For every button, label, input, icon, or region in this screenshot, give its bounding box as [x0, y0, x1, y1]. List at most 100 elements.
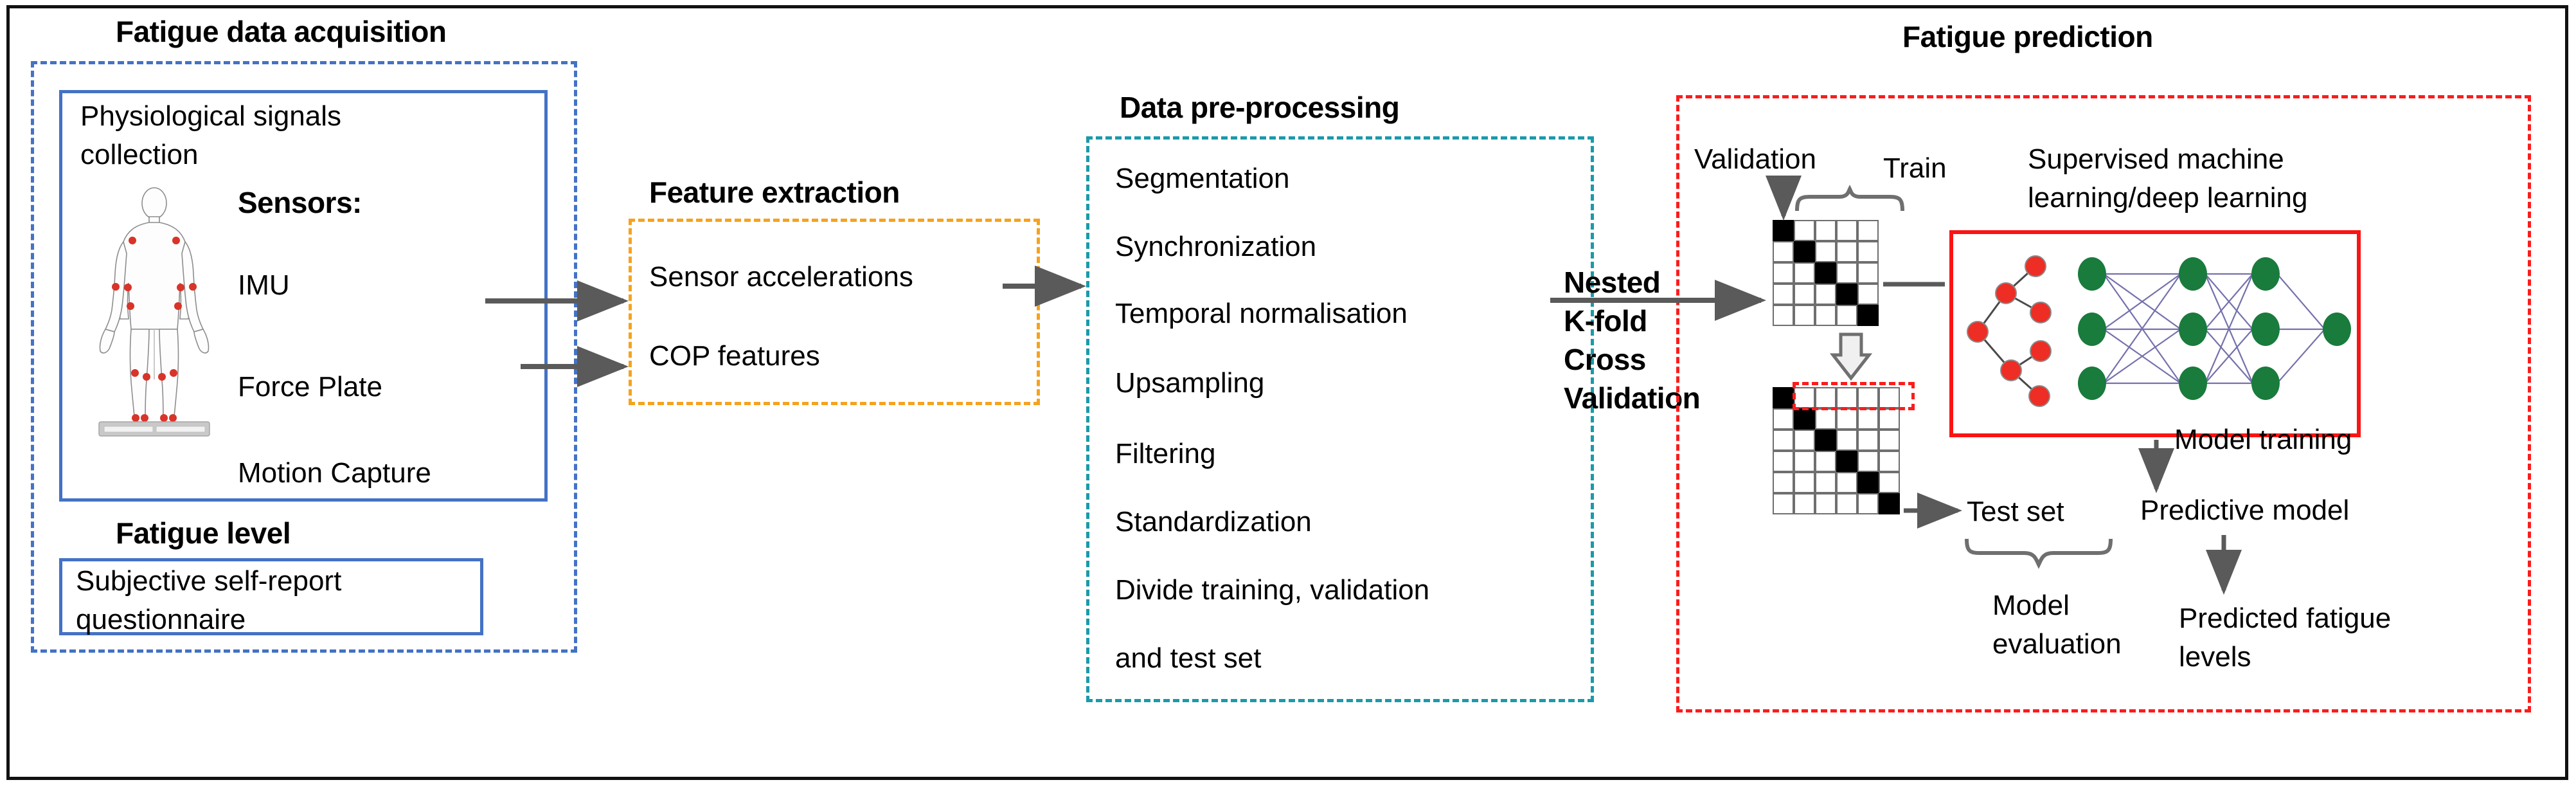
fold-cell [1836, 472, 1857, 493]
fold-cell [1857, 472, 1879, 493]
fold-cell [1815, 241, 1836, 262]
decision-tree-icon [1967, 255, 2052, 407]
inner-fold-grid [1773, 220, 1879, 326]
sensor-item-force-plate: Force Plate [238, 371, 382, 403]
fold-cell [1773, 305, 1794, 326]
stage2-title: Feature extraction [649, 176, 900, 209]
preprocessing-item-divide-sets-line2: and test set [1115, 642, 1262, 674]
fold-cell [1879, 408, 1900, 430]
fold-cell [1815, 262, 1836, 284]
fold-cell [1879, 472, 1900, 493]
fold-cell [1773, 241, 1794, 262]
outer-fold-grid [1773, 387, 1900, 514]
fold-cell [1815, 430, 1836, 451]
fold-cell [1794, 262, 1815, 284]
fold-cell [1836, 493, 1857, 514]
sensor-item-imu: IMU [238, 269, 290, 301]
predictive-model-label: Predictive model [2140, 494, 2350, 526]
sensors-label: Sensors: [238, 186, 362, 219]
fold-cell [1794, 305, 1815, 326]
fold-cell [1794, 284, 1815, 305]
feature-extraction-container [629, 219, 1040, 405]
train-label: Train [1883, 152, 1947, 184]
fold-cell [1836, 305, 1857, 326]
questionnaire-line2: questionnaire [76, 604, 246, 635]
fold-cell [1857, 262, 1879, 284]
fold-cell [1794, 451, 1815, 472]
preprocessing-item-segmentation: Segmentation [1115, 163, 1290, 194]
fold-cell [1773, 220, 1794, 241]
fold-cell [1836, 220, 1857, 241]
fold-cell [1857, 387, 1879, 408]
physiological-heading-line2: collection [80, 139, 199, 170]
predicted-fatigue-line2: levels [2179, 641, 2251, 673]
stage3-title: Data pre-processing [1120, 91, 1400, 124]
nested-kfold-line2: K-fold [1564, 304, 1647, 338]
preprocessing-item-synchronization: Synchronization [1115, 231, 1317, 262]
fold-cell [1879, 493, 1900, 514]
fold-cell [1857, 220, 1879, 241]
model-evaluation-line2: evaluation [1992, 628, 2122, 660]
preprocessing-container [1086, 136, 1594, 702]
fold-cell [1815, 284, 1836, 305]
fold-cell [1773, 408, 1794, 430]
fold-cell [1815, 305, 1836, 326]
fold-cell [1815, 451, 1836, 472]
fold-cell [1773, 262, 1794, 284]
fold-cell [1815, 220, 1836, 241]
fold-cell [1836, 284, 1857, 305]
fold-cell [1815, 493, 1836, 514]
preprocessing-item-temporal-normalisation: Temporal normalisation [1115, 298, 1408, 329]
preprocessing-item-divide-sets-line1: Divide training, validation [1115, 574, 1430, 606]
validation-label: Validation [1694, 143, 1816, 175]
fold-cell [1836, 430, 1857, 451]
fold-cell [1836, 262, 1857, 284]
physiological-signals-box [59, 90, 548, 502]
predicted-fatigue-line1: Predicted fatigue [2179, 603, 2392, 634]
fold-cell [1773, 493, 1794, 514]
human-body-sensors-icon [90, 186, 219, 437]
fold-cell [1857, 305, 1879, 326]
sensor-item-motion-capture: Motion Capture [238, 457, 431, 489]
model-evaluation-line1: Model [1992, 590, 2070, 621]
model-training-label: Model training [2174, 424, 2352, 455]
fold-cell [1857, 493, 1879, 514]
fold-cell [1815, 387, 1836, 408]
ml-model-box [1949, 230, 2361, 437]
fatigue-prediction-container [1676, 95, 2531, 712]
neural-network-icon [2078, 257, 2351, 400]
fold-cell [1794, 493, 1815, 514]
fold-cell [1857, 408, 1879, 430]
stage1-title: Fatigue data acquisition [116, 15, 447, 48]
physiological-heading-line1: Physiological signals [80, 100, 341, 132]
nested-kfold-line1: Nested [1564, 266, 1661, 299]
model-heading-line1: Supervised machine [2028, 143, 2284, 175]
fold-cell [1773, 472, 1794, 493]
fold-cell [1773, 430, 1794, 451]
fold-cell [1794, 430, 1815, 451]
fold-cell [1773, 284, 1794, 305]
fatigue-level-title: Fatigue level [116, 516, 291, 550]
outer-frame [6, 5, 2568, 780]
ml-model-illustrations [1967, 255, 2351, 407]
feature-item-cop-features: COP features [649, 340, 820, 372]
fold-cell [1815, 472, 1836, 493]
feature-item-sensor-accelerations: Sensor accelerations [649, 261, 913, 293]
stage4-title: Fatigue prediction [1902, 20, 2153, 53]
questionnaire-line1: Subjective self-report [76, 565, 342, 597]
fold-cell [1836, 408, 1857, 430]
fold-cell [1857, 241, 1879, 262]
fold-cell [1836, 241, 1857, 262]
fold-cell [1815, 408, 1836, 430]
fold-cell [1773, 451, 1794, 472]
preprocessing-item-upsampling: Upsampling [1115, 367, 1265, 399]
nested-kfold-line3: Cross [1564, 343, 1646, 376]
preprocessing-item-filtering: Filtering [1115, 438, 1216, 469]
fold-cell [1879, 451, 1900, 472]
preprocessing-item-standardization: Standardization [1115, 506, 1312, 538]
fold-cell [1794, 241, 1815, 262]
test-set-label: Test set [1967, 496, 2064, 527]
fold-cell [1879, 430, 1900, 451]
outer-grid-highlight [1793, 382, 1915, 410]
